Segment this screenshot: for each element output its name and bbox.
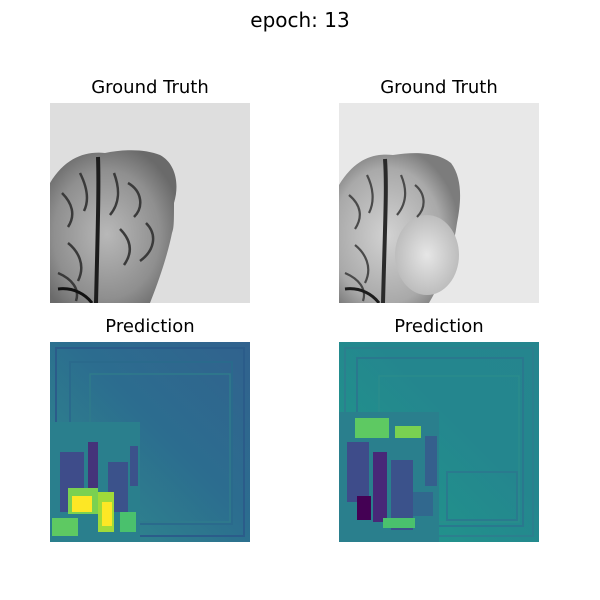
prediction-image-right: [339, 342, 539, 542]
figure-title: epoch: 13: [250, 8, 350, 32]
panel-title-prediction-left: Prediction: [105, 316, 195, 337]
panel-title-ground-truth-left: Ground Truth: [91, 77, 209, 98]
ground-truth-image-right: [339, 103, 539, 303]
ground-truth-image-left: [50, 103, 250, 303]
panel-title-prediction-right: Prediction: [394, 316, 484, 337]
panel-title-ground-truth-right: Ground Truth: [380, 77, 498, 98]
prediction-image-left: [50, 342, 250, 542]
